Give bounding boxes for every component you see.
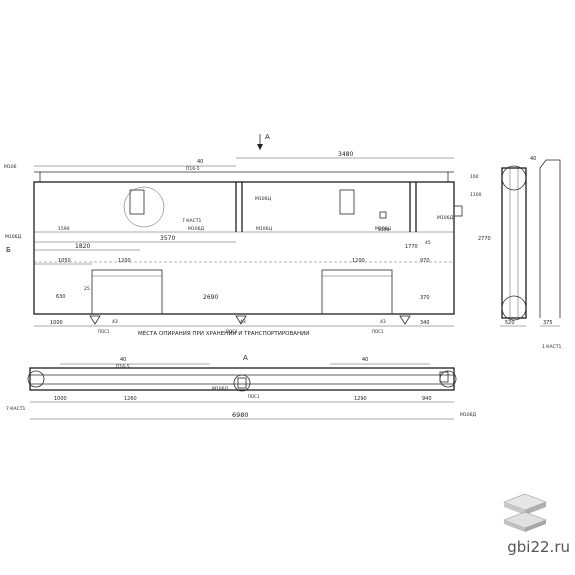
svg-text:40: 40 (120, 357, 126, 363)
svg-text:940: 940 (422, 396, 432, 402)
svg-text:ПОС1: ПОС1 (372, 329, 384, 334)
svg-text:40: 40 (530, 156, 536, 162)
svg-text:1050: 1050 (58, 258, 71, 264)
svg-text:375: 375 (543, 320, 553, 326)
svg-text:1500: 1500 (378, 227, 390, 233)
svg-text:45: 45 (425, 240, 431, 246)
svg-text:2690: 2690 (203, 294, 218, 301)
svg-text:М106Д: М106Д (212, 386, 228, 392)
svg-text:ПОС1: ПОС1 (98, 329, 110, 334)
opening-left (91, 269, 163, 315)
svg-text:3480: 3480 (338, 151, 353, 158)
detail-callout-left (123, 186, 165, 228)
svg-text:ПОС1: ПОС1 (226, 329, 238, 334)
svg-text:1590: 1590 (58, 226, 70, 232)
svg-text:25: 25 (84, 286, 90, 292)
svg-text:1200: 1200 (118, 258, 131, 264)
svg-text:43: 43 (240, 319, 246, 325)
svg-text:970: 970 (420, 258, 430, 264)
stacked-slabs-logo-icon (503, 493, 547, 532)
svg-text:М106Ц: М106Ц (256, 226, 272, 232)
svg-text:П16-5: П16-5 (186, 166, 200, 172)
svg-text:1000: 1000 (54, 396, 67, 402)
svg-text:160: 160 (470, 174, 479, 180)
svg-text:1100: 1100 (470, 192, 482, 198)
svg-text:1290: 1290 (354, 396, 367, 402)
svg-text:520: 520 (505, 320, 515, 326)
svg-text:6980: 6980 (232, 411, 249, 419)
svg-text:П16-5: П16-5 (116, 364, 130, 370)
svg-text:1200: 1200 (352, 258, 365, 264)
side-section-outline (501, 167, 527, 319)
section-mark-a-top: A (265, 133, 270, 141)
svg-text:7 КАСТ1: 7 КАСТ1 (6, 406, 25, 412)
svg-text:М106Д: М106Д (437, 215, 453, 221)
svg-text:1820: 1820 (75, 243, 90, 250)
watermark: gbi22.ru (458, 493, 570, 560)
svg-text:2770: 2770 (478, 236, 491, 242)
opening-right (321, 269, 393, 315)
svg-text:М106Д: М106Д (188, 226, 204, 232)
svg-text:М106Ц: М106Ц (255, 196, 271, 202)
watermark-site: gbi22.ru (507, 538, 570, 556)
support-caption: МЕСТА ОПИРАНИЯ ПРИ ХРАНЕНИИ И ТРАНСПОРТИ… (138, 331, 309, 337)
svg-text:Б: Б (6, 246, 11, 254)
svg-text:ПОС1: ПОС1 (248, 394, 260, 399)
bottom-plan-view: 40 П16-5 40 A 1000 1260 1290 940 6980 М1… (6, 354, 476, 420)
svg-text:М106Д: М106Д (5, 234, 21, 240)
embedded-plate-right (339, 189, 355, 215)
svg-text:1 КАСТ1: 1 КАСТ1 (542, 344, 561, 350)
top-elevation-view: A 3480 40 П16-5 3570 1820 1050 1200 1200… (4, 133, 463, 337)
svg-text:М106Ц: М106Ц (375, 226, 391, 232)
svg-text:М106: М106 (4, 164, 17, 170)
svg-text:43: 43 (112, 319, 118, 325)
svg-text:370: 370 (420, 295, 430, 301)
svg-text:1770: 1770 (405, 244, 418, 250)
svg-text:М106Д: М106Д (460, 412, 476, 418)
svg-text:3570: 3570 (160, 235, 175, 242)
svg-text:1000: 1000 (50, 320, 63, 326)
panel-outline (33, 181, 455, 315)
svg-text:40: 40 (197, 159, 203, 165)
section-mark-a-bottom: A (243, 354, 248, 362)
side-section-view: 520 375 40 2770 1100 160 1 КАСТ1 (470, 156, 561, 350)
svg-text:630: 630 (56, 294, 66, 300)
svg-text:43: 43 (380, 319, 386, 325)
embedded-plate-left (129, 189, 145, 215)
svg-text:340: 340 (420, 320, 430, 326)
svg-text:7 КАСТ1: 7 КАСТ1 (182, 218, 201, 224)
plan-outline (29, 367, 455, 391)
svg-text:40: 40 (362, 357, 368, 363)
svg-text:1260: 1260 (124, 396, 137, 402)
